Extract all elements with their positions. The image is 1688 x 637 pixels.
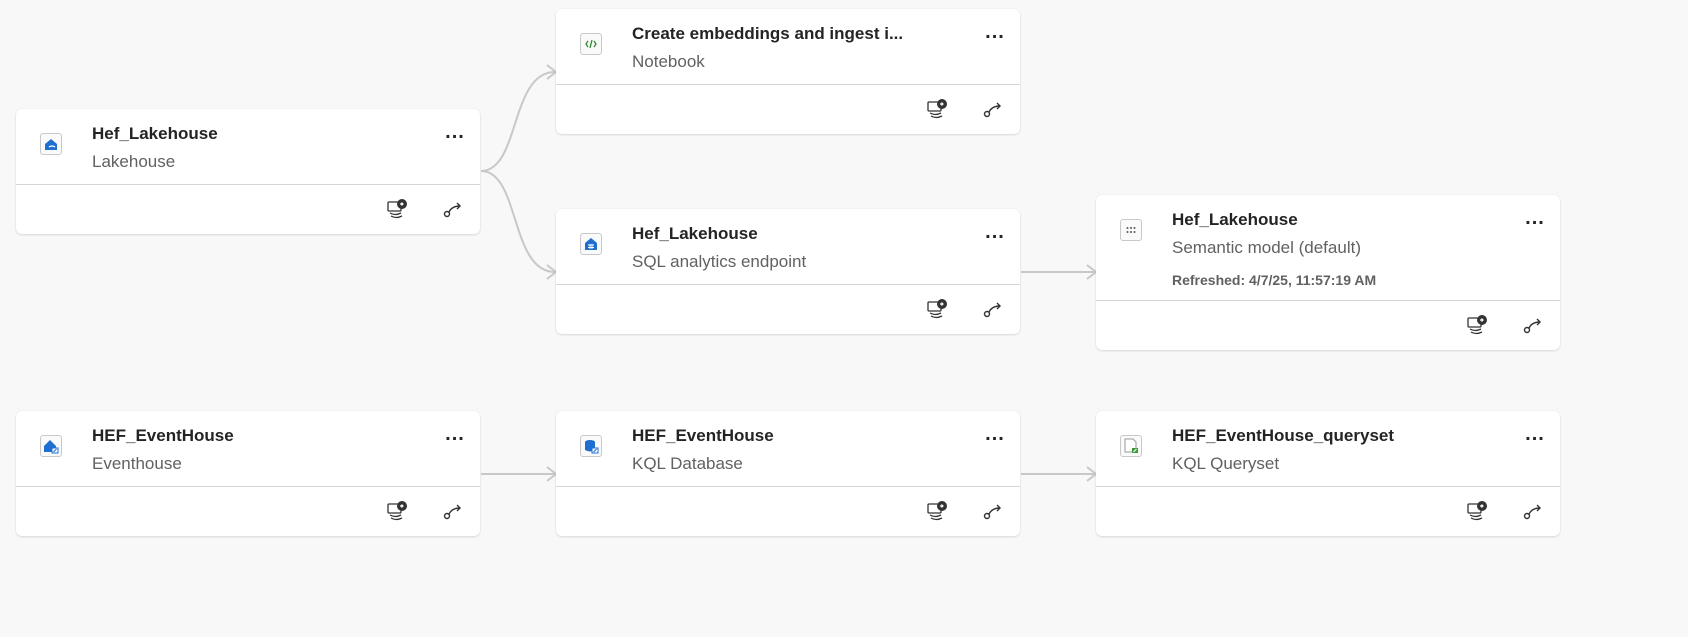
edge-lakehouse-to-sql [480, 170, 556, 273]
node-footer [1096, 301, 1560, 350]
node-card-sql-endpoint[interactable]: Hef_Lakehouse SQL analytics endpoint ... [556, 209, 1020, 334]
node-header: HEF_EventHouse_queryset KQL Queryset ... [1096, 411, 1560, 487]
node-footer [556, 85, 1020, 134]
node-card-kql-database[interactable]: HEF_EventHouse KQL Database ... [556, 411, 1020, 536]
node-type: Lakehouse [92, 152, 176, 171]
node-type: SQL analytics endpoint [632, 252, 807, 271]
node-name: Hef_Lakehouse [632, 224, 758, 243]
node-name: Hef_Lakehouse [92, 124, 218, 143]
refreshed-timestamp: Refreshed: 4/7/25, 11:57:19 AM [1172, 272, 1377, 288]
arrowhead-queryset [1086, 466, 1098, 482]
kql-queryset-icon [1120, 435, 1142, 457]
node-card-notebook[interactable]: Create embeddings and ingest i... Notebo… [556, 9, 1020, 134]
impact-analysis-button[interactable] [384, 499, 410, 523]
node-footer [1096, 487, 1560, 536]
lineage-button[interactable] [980, 499, 1006, 523]
node-name: HEF_EventHouse [632, 426, 774, 445]
impact-analysis-button[interactable] [924, 97, 950, 121]
kql-database-icon [580, 435, 602, 457]
more-options-button[interactable]: ... [985, 221, 1005, 243]
node-header: Hef_Lakehouse SQL analytics endpoint ... [556, 209, 1020, 285]
node-card-eventhouse[interactable]: HEF_EventHouse Eventhouse ... [16, 411, 480, 536]
node-header: Hef_Lakehouse Lakehouse ... [16, 109, 480, 185]
node-footer [556, 285, 1020, 334]
node-name: Create embeddings and ingest i... [632, 24, 904, 43]
impact-analysis-button[interactable] [924, 297, 950, 321]
node-header: Create embeddings and ingest i... Notebo… [556, 9, 1020, 85]
arrowhead-kqldb [546, 466, 558, 482]
lineage-button[interactable] [980, 297, 1006, 321]
lineage-button[interactable] [1520, 313, 1546, 337]
node-footer [16, 487, 480, 536]
node-header: HEF_EventHouse Eventhouse ... [16, 411, 480, 487]
node-footer [556, 487, 1020, 536]
impact-analysis-button[interactable] [924, 499, 950, 523]
lineage-button[interactable] [1520, 499, 1546, 523]
notebook-icon [580, 33, 602, 55]
more-options-button[interactable]: ... [1525, 423, 1545, 445]
eventhouse-icon [40, 435, 62, 457]
node-header: Hef_Lakehouse Semantic model (default) R… [1096, 195, 1560, 301]
node-card-lakehouse[interactable]: Hef_Lakehouse Lakehouse ... [16, 109, 480, 234]
more-options-button[interactable]: ... [985, 21, 1005, 43]
node-header: HEF_EventHouse KQL Database ... [556, 411, 1020, 487]
more-options-button[interactable]: ... [985, 423, 1005, 445]
impact-analysis-button[interactable] [1464, 313, 1490, 337]
node-type: KQL Queryset [1172, 454, 1280, 473]
node-name: Hef_Lakehouse [1172, 210, 1298, 229]
node-card-kql-queryset[interactable]: HEF_EventHouse_queryset KQL Queryset ... [1096, 411, 1560, 536]
node-name: HEF_EventHouse_queryset [1172, 426, 1395, 445]
semantic-model-icon [1120, 219, 1142, 241]
node-card-semantic-model[interactable]: Hef_Lakehouse Semantic model (default) R… [1096, 195, 1560, 350]
sql-endpoint-icon [580, 233, 602, 255]
more-options-button[interactable]: ... [1525, 207, 1545, 229]
node-type: Semantic model (default) [1172, 238, 1361, 257]
node-footer [16, 185, 480, 234]
impact-analysis-button[interactable] [384, 197, 410, 221]
lineage-button[interactable] [440, 499, 466, 523]
lineage-button[interactable] [980, 97, 1006, 121]
impact-analysis-button[interactable] [1464, 499, 1490, 523]
node-type: Eventhouse [92, 454, 182, 473]
more-options-button[interactable]: ... [445, 121, 465, 143]
node-name: HEF_EventHouse [92, 426, 234, 445]
lakehouse-icon [40, 133, 62, 155]
edge-lakehouse-to-notebook [480, 71, 556, 172]
more-options-button[interactable]: ... [445, 423, 465, 445]
arrowhead-semantic [1086, 264, 1098, 280]
arrowhead-notebook [546, 64, 558, 80]
arrowhead-sql [546, 264, 558, 280]
lineage-button[interactable] [440, 197, 466, 221]
node-type: Notebook [632, 52, 705, 71]
node-type: KQL Database [632, 454, 743, 473]
